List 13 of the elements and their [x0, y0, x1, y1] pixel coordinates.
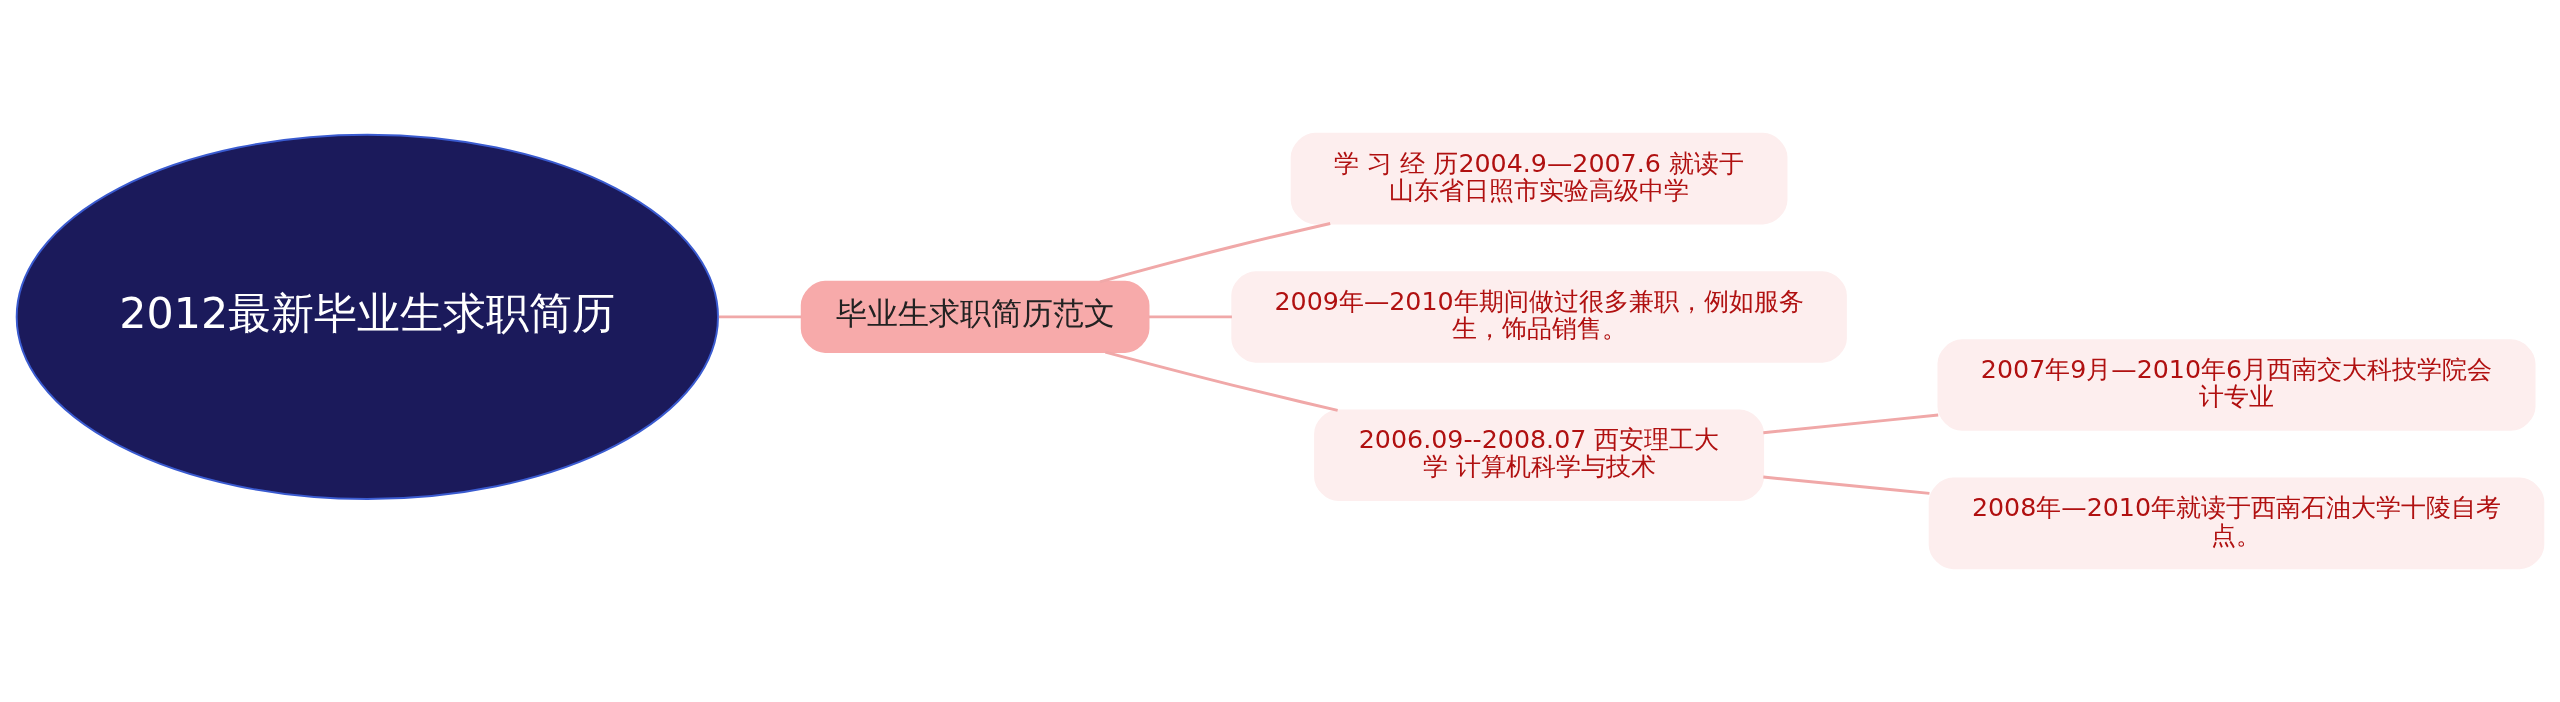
node-box: 2006.09--2008.07 西安理工大学 计算机科学与技术	[1314, 409, 1765, 501]
node-box: 2008年—2010年就读于西南石油大学十陵自考点。	[1928, 477, 2545, 570]
node-box: 2009年—2010年期间做过很多兼职，例如服务生，饰品销售。	[1231, 271, 1847, 363]
node-ellipse: 2012最新毕业生求职简历	[15, 133, 719, 501]
node-box: 学 习 经 历2004.9—2007.6 就读于山东省日照市实验高级中学	[1290, 132, 1788, 225]
node-box: 2007年9月—2010年6月西南交大科技学院会计专业	[1937, 339, 2536, 431]
connector	[1148, 315, 1232, 319]
connector	[1099, 222, 1331, 284]
node-box: 毕业生求职简历范文	[800, 280, 1150, 353]
connector	[1763, 413, 1939, 435]
connector	[1105, 350, 1338, 412]
connector	[718, 315, 802, 319]
connector	[1763, 475, 1930, 495]
